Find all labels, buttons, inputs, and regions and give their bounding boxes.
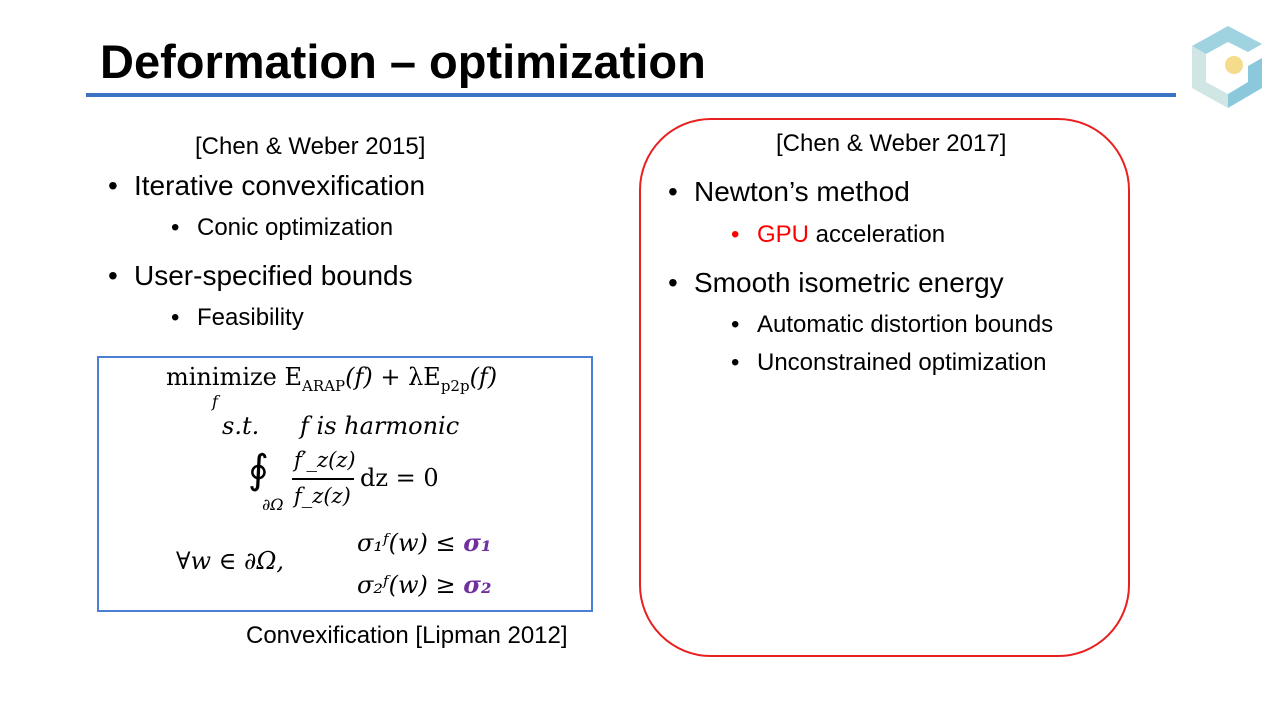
bullet-text: Unconstrained optimization <box>757 349 1047 376</box>
bullet-iterative-convexification: • Iterative convexification <box>108 170 425 202</box>
bullet: • <box>668 176 678 207</box>
sub-bullet-feasibility: • Feasibility <box>171 304 304 332</box>
left-reference: [Chen & Weber 2015] <box>195 133 426 160</box>
fraction-denominator: f_z(z) <box>294 484 351 508</box>
formula-st: s.t. <box>222 412 260 440</box>
bullet-newton: • Newton’s method <box>668 176 910 208</box>
formula-harmonic: f is harmonic <box>300 412 460 440</box>
formula-forall: ∀w ∈ ∂Ω, <box>176 547 284 575</box>
gpu-highlight: GPU <box>757 221 810 248</box>
arap-sub: ARAP <box>302 376 346 395</box>
bullet-user-bounds: • User-specified bounds <box>108 260 413 292</box>
minimize: minimize <box>166 363 277 391</box>
slide-title: Deformation – optimization <box>100 35 706 88</box>
sub-bullet-gpu: • GPU acceleration <box>731 221 945 249</box>
sigma1-constraint: σ₁ᶠ(w) ≤ σ₁ <box>357 529 491 558</box>
bullet-text: Feasibility <box>197 304 304 331</box>
bullet-text: Iterative convexification <box>134 170 426 201</box>
bullet-text: acceleration <box>809 221 946 248</box>
bullet-text: User-specified bounds <box>134 260 413 291</box>
bullet-text: Smooth isometric energy <box>694 267 1004 298</box>
sub-bullet-unconstrained: • Unconstrained optimization <box>731 349 1047 377</box>
sigma2-lhs: σ₂ᶠ(w) ≥ <box>357 571 456 599</box>
bullet: • <box>108 170 118 201</box>
f-arg: (f) <box>469 363 498 391</box>
integral-sub: ∂Ω <box>262 495 284 514</box>
right-panel <box>639 118 1130 657</box>
bullet: • <box>171 304 180 331</box>
e: E <box>284 363 303 391</box>
logo-icon <box>1192 26 1262 108</box>
p2p-sub: p2p <box>440 376 470 395</box>
sub-bullet-conic: • Conic optimization <box>171 214 393 242</box>
bullet: • <box>731 311 740 338</box>
sigma1-lhs: σ₁ᶠ(w) ≤ <box>357 529 456 557</box>
bullet: • <box>668 267 678 298</box>
fraction-numerator: f′_z(z) <box>294 448 356 472</box>
right-reference: [Chen & Weber 2017] <box>776 130 1007 157</box>
formula-objective: minimize EARAP(f) + λEp2p(f) <box>166 363 498 395</box>
integral-sign: ∮ <box>248 447 269 493</box>
formula-box <box>97 356 593 612</box>
bullet: • <box>731 221 740 248</box>
bullet: • <box>171 214 180 241</box>
bullet: • <box>731 349 740 376</box>
bullet-text: Conic optimization <box>197 214 394 241</box>
bullet: • <box>108 260 118 291</box>
integral-rhs: dz = 0 <box>360 464 439 492</box>
sigma1-bound: σ₁ <box>463 528 492 557</box>
fraction-bar <box>292 478 354 480</box>
caption-lipman: Convexification [Lipman 2012] <box>246 622 568 649</box>
minimize-sub: f <box>212 392 218 411</box>
f-arg: (f) <box>345 363 373 391</box>
plus-lambda: + λE <box>372 363 441 391</box>
title-underline <box>86 93 1176 97</box>
sigma2-bound: σ₂ <box>463 570 492 599</box>
sub-bullet-distortion: • Automatic distortion bounds <box>731 311 1053 339</box>
bullet-text: Automatic distortion bounds <box>757 311 1054 338</box>
sigma2-constraint: σ₂ᶠ(w) ≥ σ₂ <box>357 571 491 600</box>
bullet-text: Newton’s method <box>694 176 910 207</box>
bullet-smooth-energy: • Smooth isometric energy <box>668 267 1004 299</box>
